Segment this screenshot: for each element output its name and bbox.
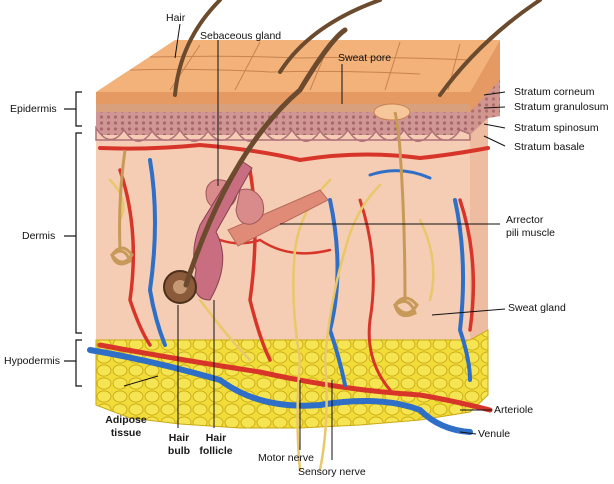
label-arrector-pili-muscle-1: Arrector [506, 214, 544, 226]
epidermis-top-surface [96, 40, 500, 92]
stratum-basale-wave [95, 125, 471, 142]
label-venule: Venule [478, 428, 511, 440]
label-stratum-corneum: Stratum corneum [514, 86, 595, 98]
label-adipose-tissue-1: Adipose [105, 414, 147, 426]
label-hypodermis: Hypodermis [4, 355, 61, 367]
stratum-spinosum-front [96, 112, 470, 135]
label-dermis: Dermis [22, 230, 56, 242]
hair-shafts [173, 0, 542, 288]
sweat-gland-right [392, 111, 419, 318]
label-motor-nerve: Motor nerve [258, 452, 315, 464]
label-stratum-granulosum: Stratum granulosum [514, 101, 609, 113]
arrector-pili-muscle [227, 189, 329, 247]
label-epidermis: Epidermis [10, 103, 57, 115]
label-hair-follicle-2: follicle [199, 445, 233, 457]
sebaceous-gland-right [235, 188, 265, 225]
sweat-gland-left [109, 149, 134, 266]
label-adipose-tissue-2: tissue [110, 427, 142, 439]
label-sweat-pore: Sweat pore [338, 52, 392, 64]
label-hair-bulb-1: Hair [168, 432, 190, 444]
label-sebaceous-gland: Sebaceous gland [200, 30, 282, 42]
label-hair-follicle-1: Hair [205, 432, 227, 444]
brackets [64, 91, 82, 387]
sweat-pore-bump [373, 103, 411, 121]
label-sweat-gland: Sweat gland [508, 302, 566, 314]
stratum-corneum-front [96, 92, 470, 104]
label-stratum-spinosum: Stratum spinosum [514, 122, 599, 134]
label-arrector-pili-muscle-2: pili muscle [506, 227, 556, 239]
label-hair-bulb-2: bulb [167, 445, 191, 457]
arteries [97, 142, 493, 413]
label-stratum-basale: Stratum basale [514, 141, 585, 153]
label-sensory-nerve: Sensory nerve [298, 466, 366, 478]
label-hair: Hair [166, 12, 186, 24]
label-arteriole: Arteriole [494, 404, 534, 416]
hair-bulb-inner [173, 280, 187, 294]
hair-follicle-shape [193, 159, 253, 301]
nerves [108, 178, 435, 472]
leader-lines [123, 23, 506, 460]
